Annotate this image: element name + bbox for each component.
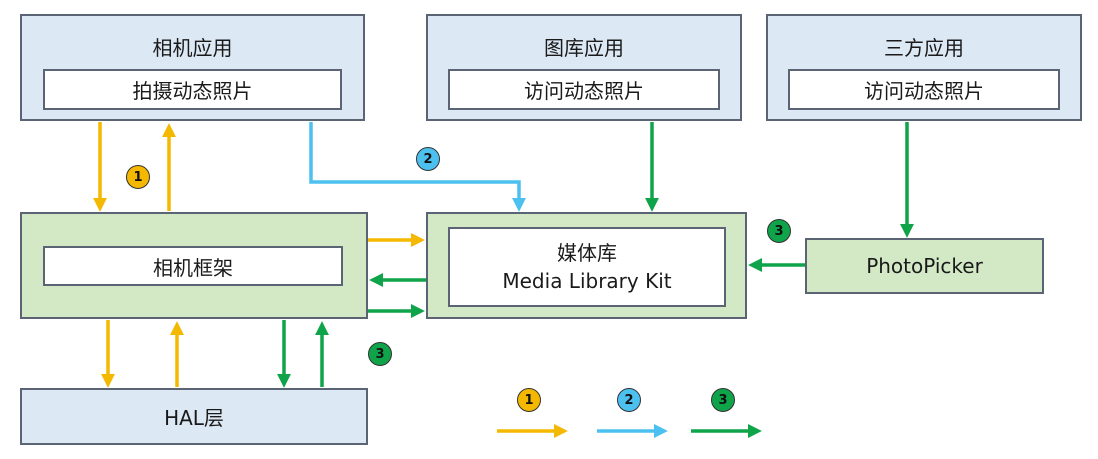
photo-picker-box: PhotoPicker — [805, 238, 1044, 294]
camera-app-box: 相机应用 拍摄动态照片 — [20, 14, 365, 121]
gallery-access-dynamic-photo: 访问动态照片 — [448, 69, 720, 110]
capture-dynamic-photo: 拍摄动态照片 — [43, 69, 342, 110]
badge-flow-2: 2 — [416, 147, 440, 171]
legend-badge-2: 2 — [617, 388, 641, 412]
hal-label: HAL层 — [164, 406, 224, 430]
arrow-camera-app-to-media-library — [309, 122, 526, 212]
third-party-access-dynamic-photo: 访问动态照片 — [788, 69, 1060, 110]
camera-framework-label: 相机框架 — [43, 246, 343, 286]
third-party-app-box: 三方应用 访问动态照片 — [766, 14, 1082, 121]
badge-flow-3-picker: 3 — [767, 219, 791, 243]
media-library-en: Media Library Kit — [502, 269, 672, 293]
hal-box: HAL层 — [20, 388, 368, 445]
legend-badge-1: 1 — [517, 388, 541, 412]
gallery-app-box: 图库应用 访问动态照片 — [426, 14, 742, 121]
gallery-app-title: 图库应用 — [544, 36, 624, 60]
media-library-cn: 媒体库 — [557, 241, 617, 265]
camera-framework-box: 相机框架 — [20, 212, 368, 319]
media-library-box: 媒体库 Media Library Kit — [426, 212, 747, 319]
camera-app-title: 相机应用 — [152, 36, 233, 60]
photo-picker-label: PhotoPicker — [866, 254, 983, 278]
badge-flow-3-hal: 3 — [368, 342, 392, 366]
legend-badge-3: 3 — [711, 388, 735, 412]
badge-flow-1: 1 — [126, 165, 150, 189]
third-party-app-title: 三方应用 — [884, 36, 964, 60]
media-library-label: 媒体库 Media Library Kit — [448, 227, 726, 307]
